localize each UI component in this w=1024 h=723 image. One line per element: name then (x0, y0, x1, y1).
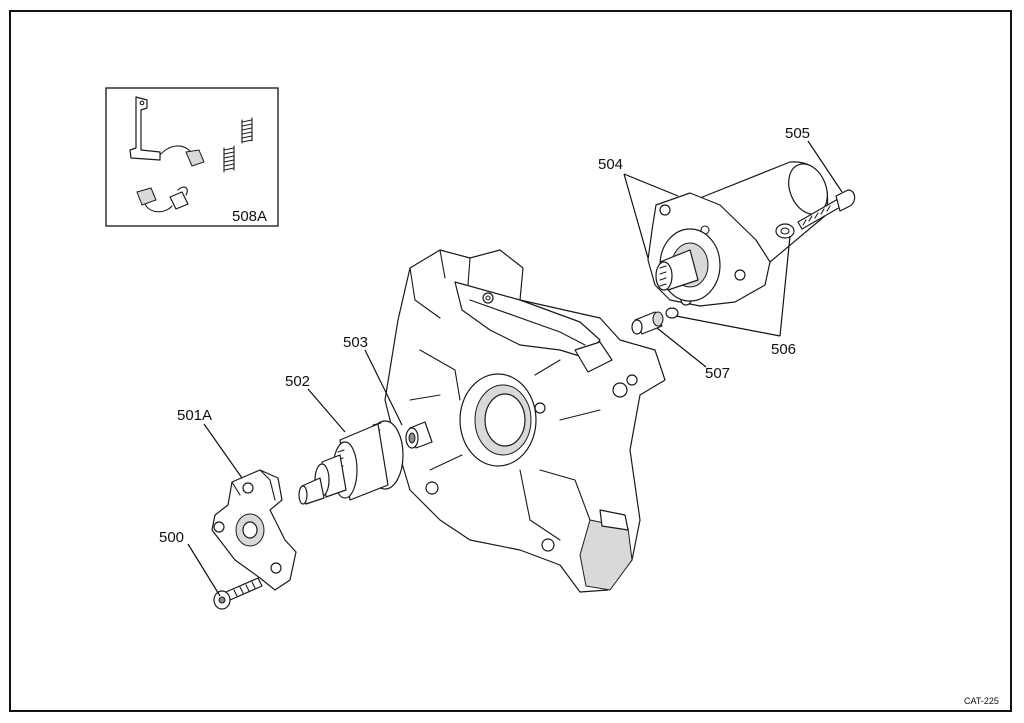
starter-drive-502 (298, 420, 404, 505)
spring-2 (223, 145, 235, 173)
washer-506 (775, 223, 795, 239)
callout-506: 506 (771, 341, 796, 358)
callout-508a: 508A (232, 208, 267, 225)
dowel-507 (631, 311, 664, 335)
callout-502: 502 (285, 373, 310, 390)
screw-500 (213, 577, 263, 610)
callout-500: 500 (159, 529, 184, 546)
spring-1 (241, 117, 253, 144)
bushing-503 (405, 421, 433, 449)
callout-507: 507 (705, 365, 730, 382)
bracket-501a (211, 469, 297, 591)
leader-lines (187, 140, 843, 597)
crankcase-housing (384, 249, 666, 593)
callout-501a: 501A (177, 407, 212, 424)
callout-503: 503 (343, 334, 368, 351)
callout-505: 505 (785, 125, 810, 142)
drawing-code: CAT-225 (964, 696, 999, 706)
inset-brush-kit: 508A (105, 87, 279, 227)
bolt-505 (797, 189, 856, 230)
starter-motor (647, 161, 829, 319)
callout-504: 504 (598, 156, 623, 173)
